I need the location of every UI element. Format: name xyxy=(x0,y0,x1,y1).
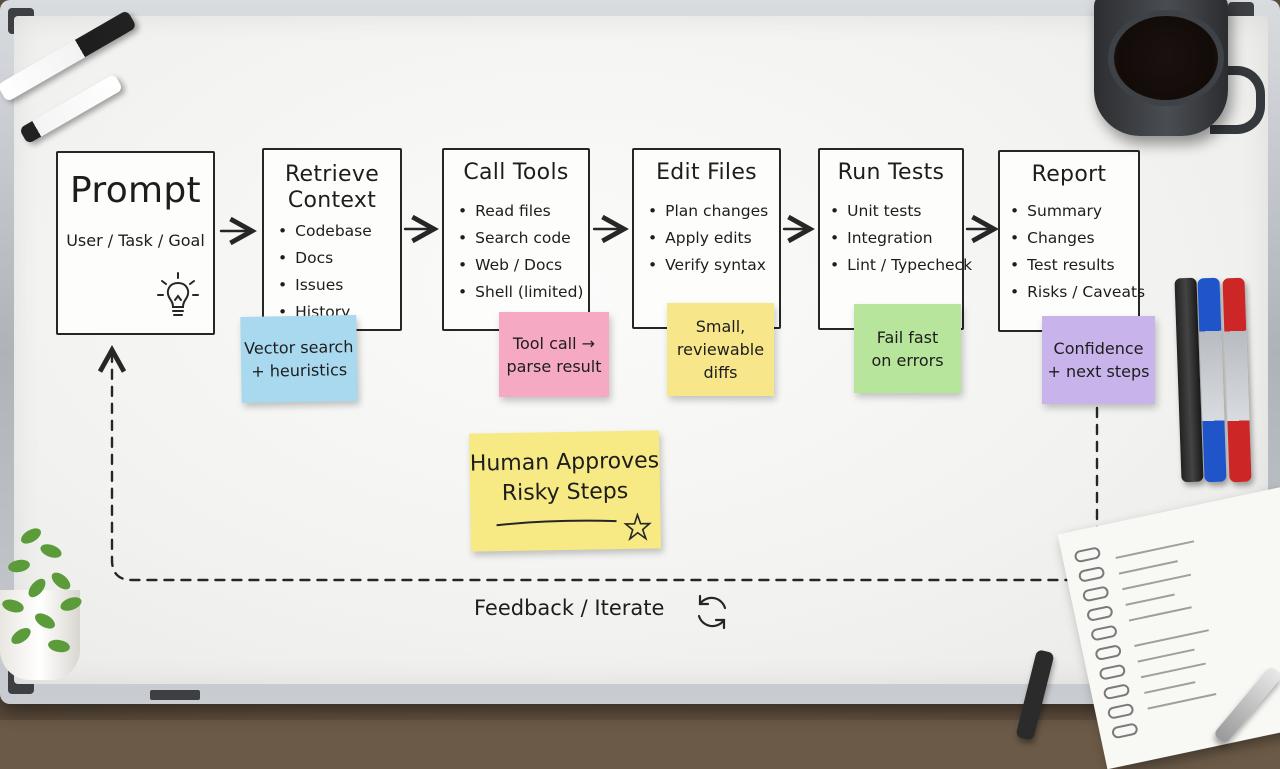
list-item: Read files xyxy=(458,198,588,225)
step-prompt: Prompt User / Task / Goal xyxy=(56,151,215,335)
refresh-icon xyxy=(697,594,727,630)
list-item: Codebase xyxy=(278,218,400,245)
note-line: reviewable xyxy=(676,340,765,359)
list-item: Lint / Typecheck xyxy=(830,252,972,279)
step-subtitle: User / Task / Goal xyxy=(66,231,205,250)
list-item: Apply edits xyxy=(648,225,779,252)
step-call-tools: Call Tools Read files Search code Web / … xyxy=(442,148,590,331)
sticky-note-retrieve: Vector search+ heuristics xyxy=(240,314,358,404)
lightbulb-icon xyxy=(157,272,199,316)
list-item: Risks / Caveats xyxy=(1010,279,1145,306)
step-title: Retrieve Context xyxy=(284,162,380,213)
sticky-note-report: Confidence + next steps xyxy=(1042,316,1155,404)
sticky-note-human-approval: Human Approves Risky Steps xyxy=(468,430,662,552)
list-item: Changes xyxy=(1010,225,1138,252)
step-title: Report xyxy=(1031,162,1107,187)
list-item: Issues xyxy=(278,272,400,299)
step-report: Report Summary Changes Test results Risk… xyxy=(998,150,1145,332)
list-item: Docs xyxy=(278,245,400,272)
list-item: Unit tests xyxy=(830,198,962,225)
star-icon xyxy=(623,512,652,542)
note-line: diffs xyxy=(703,363,738,382)
note-line: Fail fast xyxy=(876,327,939,347)
coffee-mug xyxy=(1094,0,1228,136)
list-item: Test results xyxy=(1010,252,1138,279)
list-item: Verify syntax xyxy=(648,252,779,279)
note-line: + next steps xyxy=(1047,362,1150,381)
feedback-text: Feedback / Iterate xyxy=(474,596,665,620)
mug-handle xyxy=(1210,66,1265,134)
note-line: Human Approves xyxy=(469,448,660,477)
marker-tray xyxy=(150,690,200,700)
note-line: Small, xyxy=(695,317,746,336)
note-line: on errors xyxy=(871,350,944,370)
coffee xyxy=(1108,10,1224,106)
list-item: Summary xyxy=(1010,198,1138,225)
note-line: Tool call → xyxy=(512,333,596,353)
list-item: Shell (limited) xyxy=(458,279,588,306)
sticky-note-edit: Small, reviewable diffs xyxy=(667,303,774,396)
note-line: + heuristics xyxy=(251,360,348,381)
list-item: Plan changes xyxy=(648,198,779,225)
list-item: Search code xyxy=(458,225,588,252)
step-retrieve-context: Retrieve Context Codebase Docs Issues Hi… xyxy=(262,148,402,331)
step-title: Call Tools xyxy=(463,160,569,185)
sticky-note-tests: Fail fast on errors xyxy=(854,304,961,393)
note-line: Risky Steps xyxy=(501,478,629,507)
list-item: Web / Docs xyxy=(458,252,588,279)
note-line: parse result xyxy=(506,356,602,376)
sticky-note-tools: Tool call → parse result xyxy=(499,312,609,397)
note-line: Vector search xyxy=(244,337,354,358)
step-title: Prompt xyxy=(70,170,201,211)
list-item: Integration xyxy=(830,225,962,252)
feedback-label: Feedback / Iterate xyxy=(474,596,664,620)
step-edit-files: Edit Files Plan changes Apply edits Veri… xyxy=(632,148,781,329)
note-line: Confidence xyxy=(1053,339,1144,358)
spiral-notebook xyxy=(1057,486,1280,769)
step-title: Edit Files xyxy=(656,160,757,185)
step-title: Run Tests xyxy=(837,160,945,185)
underline-star xyxy=(496,512,652,542)
